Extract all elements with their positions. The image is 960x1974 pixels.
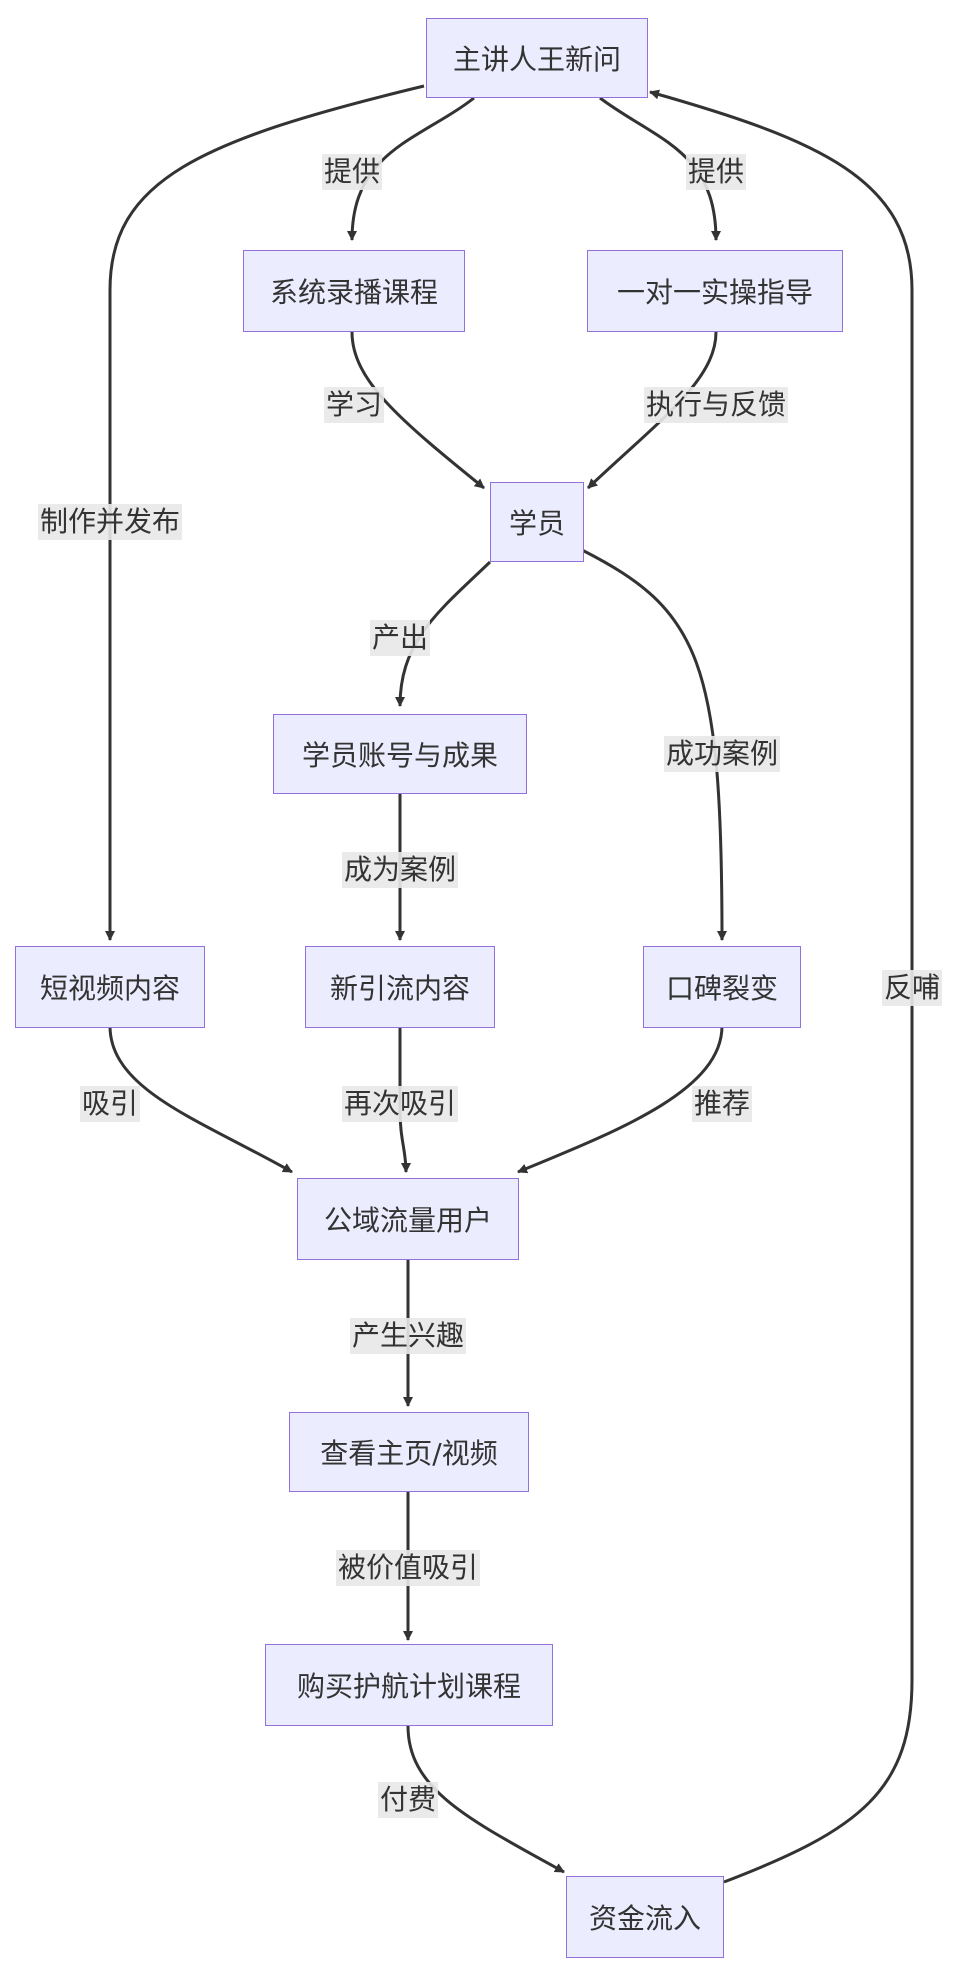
edge-label-success-case: 成功案例 bbox=[663, 736, 781, 772]
edge-label-execute-feedback: 执行与反馈 bbox=[643, 387, 789, 423]
edge-label-pay: 付费 bbox=[377, 1782, 439, 1818]
edge-recorded-student bbox=[350, 331, 485, 490]
node-recorded-course[interactable]: 系统录播课程 bbox=[243, 250, 465, 332]
node-new-content[interactable]: 新引流内容 bbox=[305, 946, 495, 1028]
edge-label-value-attract: 被价值吸引 bbox=[335, 1550, 481, 1586]
edge-label-reattract: 再次吸引 bbox=[341, 1086, 459, 1122]
node-word-of-mouth[interactable]: 口碑裂变 bbox=[643, 946, 801, 1028]
edge-speaker-oneonone bbox=[599, 96, 721, 241]
edge-buycourse-funds bbox=[406, 1725, 565, 1874]
node-student[interactable]: 学员 bbox=[490, 482, 584, 562]
edge-speaker-shortvideo bbox=[105, 84, 425, 941]
edge-student-wordofmouth bbox=[581, 548, 727, 941]
node-student-results[interactable]: 学员账号与成果 bbox=[273, 714, 527, 794]
edge-label-become-case: 成为案例 bbox=[341, 852, 459, 888]
edge-label-learn: 学习 bbox=[323, 387, 385, 423]
edge-wordofmouth-publicusers bbox=[517, 1025, 724, 1174]
edge-label-attract: 吸引 bbox=[79, 1086, 141, 1122]
node-view-page[interactable]: 查看主页/视频 bbox=[289, 1412, 529, 1492]
node-one-on-one[interactable]: 一对一实操指导 bbox=[587, 250, 843, 332]
edge-label-feedback: 反哺 bbox=[881, 970, 943, 1006]
edge-label-recommend: 推荐 bbox=[691, 1086, 753, 1122]
edge-speaker-recorded bbox=[347, 96, 475, 241]
node-buy-course[interactable]: 购买护航计划课程 bbox=[265, 1644, 553, 1726]
edge-label-make-publish: 制作并发布 bbox=[37, 504, 183, 540]
edge-label-provide-right: 提供 bbox=[685, 154, 747, 190]
node-short-video[interactable]: 短视频内容 bbox=[15, 946, 205, 1028]
node-funds[interactable]: 资金流入 bbox=[566, 1876, 724, 1958]
edge-label-provide-left: 提供 bbox=[321, 154, 383, 190]
edge-shortvideo-publicusers bbox=[108, 1025, 293, 1174]
node-speaker[interactable]: 主讲人王新问 bbox=[426, 18, 648, 98]
edge-funds-speaker bbox=[649, 89, 914, 1884]
edge-label-interest: 产生兴趣 bbox=[349, 1318, 467, 1354]
edge-label-produce: 产出 bbox=[369, 620, 431, 656]
node-public-users[interactable]: 公域流量用户 bbox=[297, 1178, 519, 1260]
